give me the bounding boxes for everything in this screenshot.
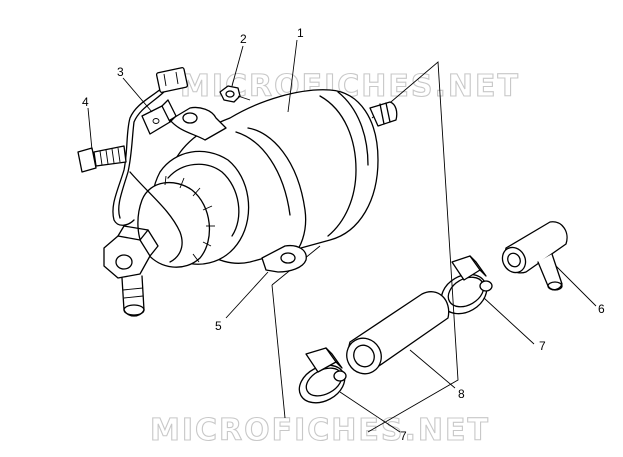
nut bbox=[219, 85, 251, 103]
callout-3: 3 bbox=[117, 65, 124, 79]
hose-clamp-upper bbox=[440, 255, 493, 315]
callout-7-upper: 7 bbox=[539, 339, 546, 353]
callout-6: 6 bbox=[598, 302, 605, 316]
fuel-hose bbox=[346, 291, 450, 375]
callout-labels: 1 2 3 4 5 6 7 7 8 bbox=[82, 26, 605, 443]
connector-bracket bbox=[141, 99, 177, 135]
callout-4: 4 bbox=[82, 95, 89, 109]
callout-2: 2 bbox=[240, 32, 247, 46]
callout-1: 1 bbox=[297, 26, 304, 40]
bolt bbox=[77, 145, 127, 173]
leader-lines bbox=[87, 39, 597, 433]
hose-clamp-lower bbox=[298, 347, 347, 404]
callout-8: 8 bbox=[458, 387, 465, 401]
elbow-fitting bbox=[501, 221, 568, 291]
wire-harness bbox=[112, 67, 189, 263]
callout-5: 5 bbox=[215, 319, 222, 333]
callout-7-lower: 7 bbox=[400, 429, 407, 443]
fuel-pump-body bbox=[103, 89, 398, 317]
watermark-bottom: MICROFICHES.NET bbox=[150, 413, 490, 448]
